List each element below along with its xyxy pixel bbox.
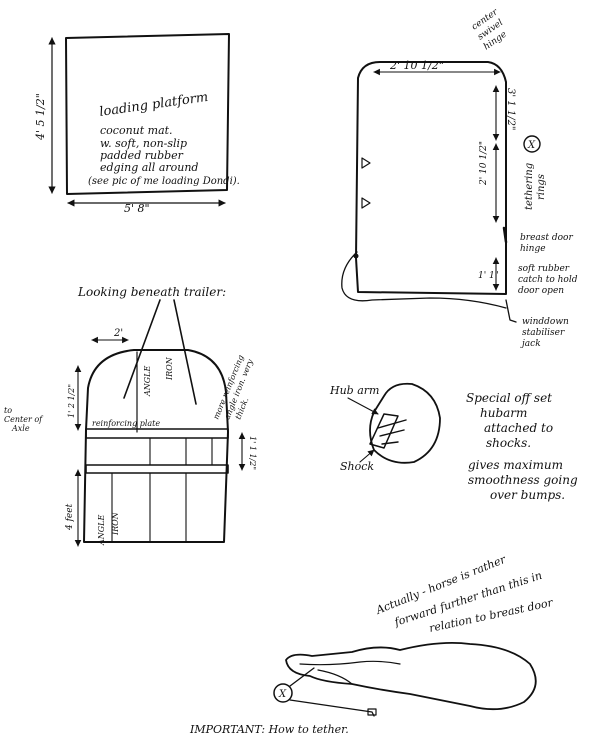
horse-neck-line <box>299 660 401 666</box>
angle-iron-upper-label-2: IRON <box>165 356 174 381</box>
suspension-note-5: gives maximum <box>468 458 563 472</box>
platform-height-label: 4' 5 1/2" <box>34 93 47 141</box>
jack-label-1: winddown <box>522 317 569 327</box>
door-diagram: 2' 10 1/2" center swivel hinge 3' 1 1/2"… <box>341 7 578 349</box>
jack-leg <box>505 299 517 323</box>
platform-note-1: coconut mat. <box>100 124 173 137</box>
breast-door-hinge-label-2: hinge <box>520 244 546 254</box>
tether-clip <box>367 708 377 716</box>
platform-note-5: (see pic of me loading Dondi). <box>88 176 240 187</box>
hub-arm-label: Hub arm <box>329 384 379 397</box>
beneath-heading: Looking beneath trailer: <box>77 285 226 299</box>
right-dim-label: 1' 1 1/2" <box>248 436 257 470</box>
hub-arm-part <box>369 413 399 449</box>
rubber-catch-label-3: door open <box>518 286 564 296</box>
shock-lines <box>377 419 407 445</box>
loading-platform-diagram: 4' 5 1/2" 5' 8" loading platform coconut… <box>34 33 240 215</box>
horse-tether-diagram: Actually - horse is rather forward furth… <box>189 553 555 736</box>
tethering-rings-label-2: rings <box>536 174 547 200</box>
tether-ring-icon <box>273 683 293 703</box>
jack-label-2: stabiliser <box>522 328 565 338</box>
reinforcing-plate-label: reinforcing plate <box>92 419 160 428</box>
shock-pointer <box>359 449 375 463</box>
platform-note-4: edging all around <box>100 161 198 174</box>
suspension-note-3: attached to <box>484 421 553 435</box>
upper-left-dim-label: 1' 2 1/2" <box>67 384 76 418</box>
angle-iron-lower-label-2: IRON <box>111 511 120 536</box>
angle-iron-lower-label-1: ANGLE <box>97 515 106 546</box>
door-lower-height-label: 1' 1" <box>478 271 499 281</box>
wheel-outline <box>369 382 441 464</box>
angle-iron-upper-label-1: ANGLE <box>143 366 152 397</box>
door-middle-height-label: 2' 10 1/2" <box>479 141 489 186</box>
drawbar-right <box>173 299 197 405</box>
breast-door-hinge-label-1: breast door <box>520 233 573 243</box>
rubber-catch-label-1: soft rubber <box>518 264 570 274</box>
platform-note-2: w. soft, non-slip <box>100 137 187 150</box>
suspension-note-4: shocks. <box>486 436 531 450</box>
center-of-axle-label-2: Center of <box>4 415 44 424</box>
platform-width-label: 5' 8" <box>124 202 150 215</box>
shock-label: Shock <box>340 460 374 473</box>
door-top-width-label: 2' 10 1/2" <box>389 59 444 72</box>
hub-arm-pointer <box>347 397 379 415</box>
platform-outline <box>65 33 230 195</box>
suspension-note-6: smoothness going <box>468 473 578 487</box>
tethering-ring-symbol: X <box>527 140 536 151</box>
beneath-trailer-diagram: Looking beneath trailer: 2' ANGLE IRON r… <box>4 285 257 547</box>
center-of-axle-label-1: to <box>4 406 12 415</box>
axle-beam <box>85 428 229 439</box>
horse-body-outline <box>285 641 537 711</box>
tethering-rings-label-1: tethering <box>524 163 535 210</box>
cross-member <box>85 464 229 474</box>
lower-left-dim-label: 4 feet <box>65 503 75 531</box>
suspension-note-7: over bumps. <box>490 488 565 502</box>
rubber-catch-label-2: catch to hold <box>518 275 578 285</box>
center-of-axle-label-3: Axle <box>11 424 30 433</box>
jack-label-3: jack <box>520 339 541 349</box>
suspension-note-2: hubarm <box>480 406 527 420</box>
trailer-floor-outline <box>83 349 229 543</box>
breast-door-hinge-mark <box>502 226 508 244</box>
door-pivot-dot <box>353 253 359 259</box>
suspension-note-1: Special off set <box>466 391 552 405</box>
tether-important-label: IMPORTANT: How to tether. <box>189 723 349 736</box>
door-outline <box>355 61 507 295</box>
horse-jaw-line <box>317 669 353 685</box>
tether-ring-symbol: X <box>278 689 287 700</box>
door-hinge-marker-lower <box>361 197 371 209</box>
door-swing-curve <box>341 251 507 309</box>
door-upper-height-label: 3' 1 1/2" <box>505 88 516 131</box>
door-hinge-marker-upper <box>361 157 371 169</box>
platform-title: loading platform <box>98 90 209 120</box>
drawbar-left <box>123 299 161 399</box>
tethering-ring-icon <box>523 135 541 153</box>
suspension-diagram: Hub arm Shock Special off set hubarm att… <box>329 382 578 502</box>
front-width-label: 2' <box>113 328 123 339</box>
platform-note-3: padded rubber <box>100 149 184 162</box>
